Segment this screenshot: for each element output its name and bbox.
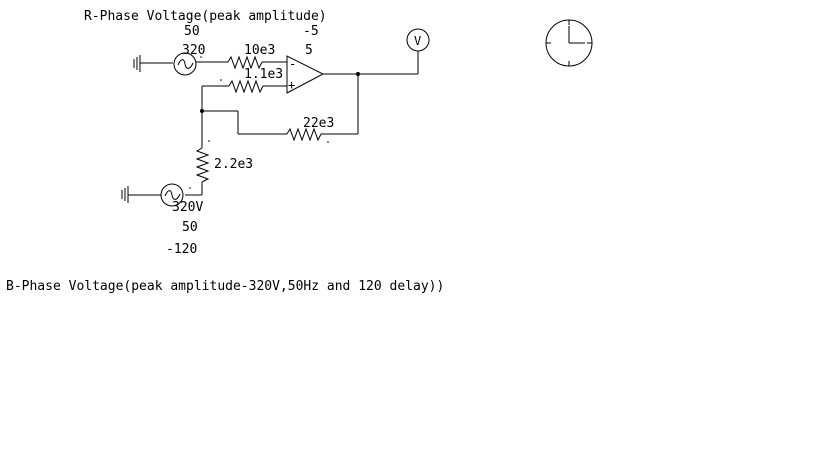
r-noninv-resistor-label: 1.1e3 (244, 67, 283, 82)
feedback-node-dot (327, 141, 329, 143)
voltmeter[interactable] (406, 28, 430, 52)
opamp-plus-sign: + (288, 78, 295, 92)
b-phase-delay: -120 (166, 242, 197, 257)
r-feedback-resistor[interactable] (286, 127, 322, 142)
b-source-node-dot (189, 187, 191, 189)
r-feedback-label: 22e3 (303, 116, 334, 131)
r-input-resistor[interactable] (227, 55, 263, 70)
opamp-minus-sign: - (289, 57, 296, 71)
r-phase-amplitude: 320 (182, 43, 205, 58)
r-phase-title: R-Phase Voltage(peak amplitude) (84, 9, 327, 24)
r-input-resistor-label: 10e3 (244, 43, 275, 58)
b-phase-title: B-Phase Voltage(peak amplitude-320V,50Hz… (6, 279, 444, 294)
b-resistor-node-dot (208, 140, 210, 142)
r-b-phase-label: 2.2e3 (214, 157, 253, 172)
ground-symbol-b (121, 186, 161, 203)
r-phase-frequency: 50 (184, 24, 200, 39)
r-b-phase-resistor[interactable] (195, 147, 210, 183)
r-phase-ac-source[interactable] (173, 52, 197, 76)
opamp-pos-rail-label: 5 (305, 43, 313, 58)
r-source-node-dot (200, 56, 202, 58)
noninv-node-dot (220, 79, 222, 81)
ground-symbol-r (133, 55, 173, 72)
clock-icon[interactable] (545, 19, 593, 67)
voltmeter-symbol: V (414, 34, 421, 48)
r-noninv-resistor[interactable] (228, 79, 264, 94)
b-phase-frequency: 50 (182, 220, 198, 235)
b-phase-amplitude: 320V (172, 200, 203, 215)
opamp-neg-rail-label: -5 (303, 24, 319, 39)
opamp[interactable] (286, 55, 325, 94)
